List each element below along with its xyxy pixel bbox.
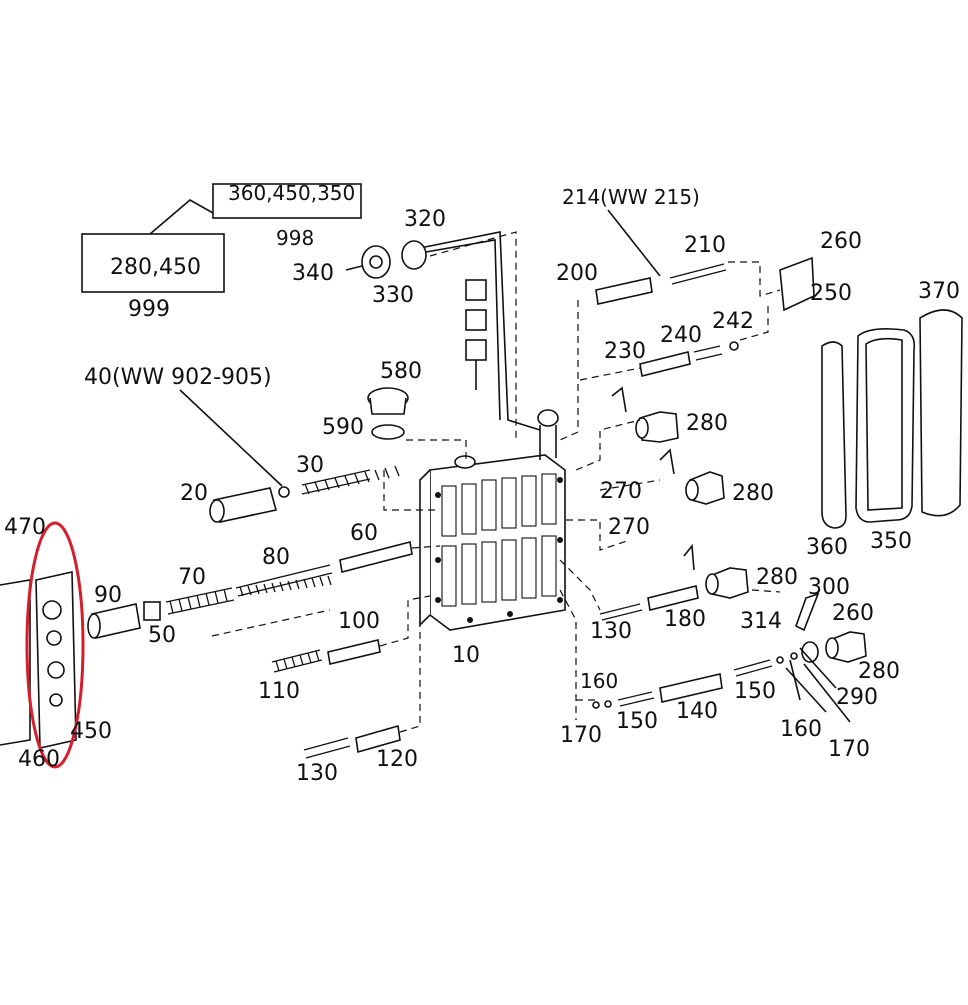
label-50: 50 [148, 623, 176, 648]
left-components [87, 465, 413, 759]
label-210: 210 [684, 233, 726, 258]
label-160-right: 160 [780, 717, 822, 742]
box-998-text: 360,450,350 [228, 181, 355, 205]
label-250: 250 [810, 281, 852, 306]
label-280-c: 280 [756, 565, 798, 590]
dashed-leaders [211, 231, 781, 733]
box-998-caption: 998 [276, 226, 314, 250]
label-280-b: 280 [732, 481, 774, 506]
reference-box-998: 360,450,350 998 [212, 181, 362, 250]
label-470: 470 [4, 515, 46, 540]
label-140: 140 [676, 699, 718, 724]
solid-leaders [179, 209, 851, 723]
label-240: 240 [660, 323, 702, 348]
label-300: 300 [808, 575, 850, 600]
label-260-top: 260 [820, 229, 862, 254]
part-labels: 320 340 330 214(WW 215) 210 200 260 250 … [4, 185, 960, 786]
box-999-text: 280,450 [110, 255, 201, 280]
label-320: 320 [404, 207, 446, 232]
label-170-right: 170 [828, 737, 870, 762]
label-110: 110 [258, 679, 300, 704]
label-370: 370 [918, 279, 960, 304]
label-200: 200 [556, 261, 598, 286]
label-280-d: 280 [858, 659, 900, 684]
label-450: 450 [70, 719, 112, 744]
side-cover-460 [0, 579, 31, 746]
filler-cap-580 [367, 387, 409, 440]
label-70: 70 [178, 565, 206, 590]
label-280-a: 280 [686, 411, 728, 436]
label-130-right: 130 [590, 619, 632, 644]
label-340: 340 [292, 261, 334, 286]
label-350: 350 [870, 529, 912, 554]
label-160-left: 160 [580, 669, 618, 693]
label-590: 590 [322, 415, 364, 440]
label-360: 360 [806, 535, 848, 560]
label-270-a: 270 [600, 479, 642, 504]
label-10: 10 [452, 643, 480, 668]
wiring-harness-320 [345, 231, 541, 431]
label-214: 214(WW 215) [562, 185, 700, 209]
label-40: 40(WW 902-905) [84, 365, 272, 390]
label-90: 90 [94, 583, 122, 608]
label-30: 30 [296, 453, 324, 478]
label-150-right: 150 [734, 679, 776, 704]
label-130-left: 130 [296, 761, 338, 786]
label-330: 330 [372, 283, 414, 308]
label-100: 100 [338, 609, 380, 634]
right-components [592, 256, 963, 709]
highlight-ellipse [25, 521, 85, 769]
label-170-left: 170 [560, 723, 602, 748]
label-314: 314 [740, 609, 782, 634]
label-230: 230 [604, 339, 646, 364]
box-leader [149, 199, 214, 235]
label-242: 242 [712, 309, 754, 334]
label-290: 290 [836, 685, 878, 710]
reference-box-999: 280,450 999 [81, 199, 225, 322]
label-460: 460 [18, 747, 60, 772]
label-180: 180 [664, 607, 706, 632]
gasket-450 [35, 571, 77, 749]
label-20: 20 [180, 481, 208, 506]
label-60: 60 [350, 521, 378, 546]
label-150-left: 150 [616, 709, 658, 734]
label-80: 80 [262, 545, 290, 570]
label-270-b: 270 [608, 515, 650, 540]
box-999-caption: 999 [128, 297, 170, 322]
label-120: 120 [376, 747, 418, 772]
valve-body-10 [419, 409, 566, 631]
label-580: 580 [380, 359, 422, 384]
label-260-mid: 260 [832, 601, 874, 626]
